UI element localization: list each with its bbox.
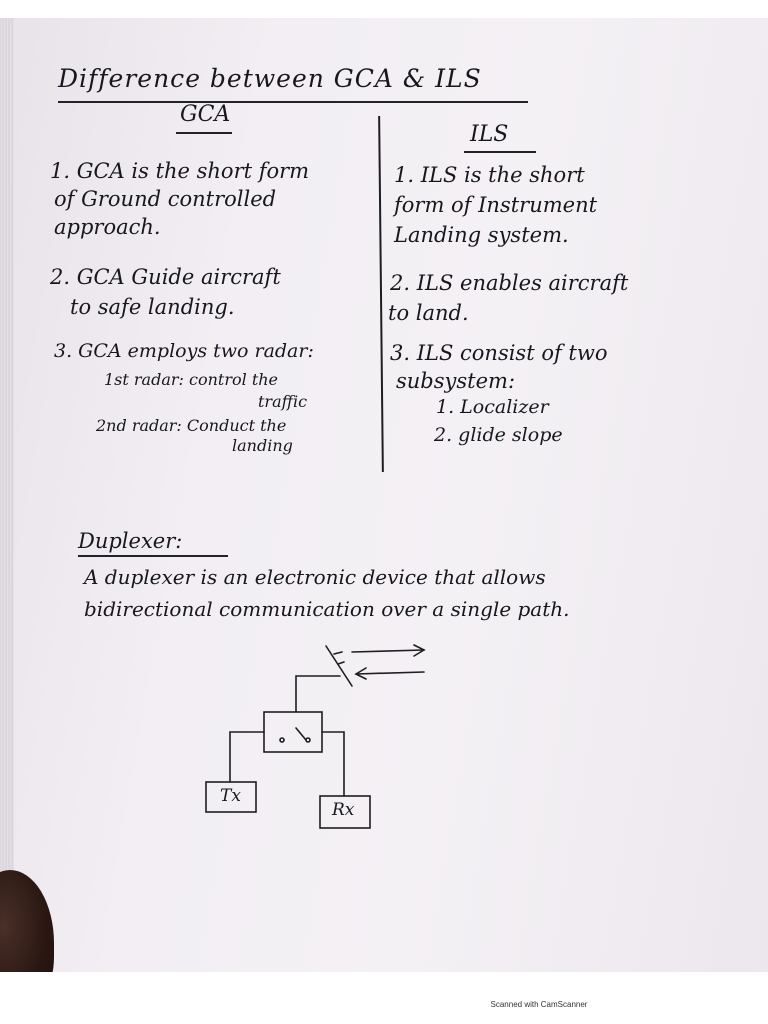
gca-point-3-line-1: 3. GCA employs two radar:	[54, 340, 314, 362]
right-heading-underline	[464, 151, 536, 153]
ils-point-3-line-2: subsystem:	[396, 369, 516, 393]
page-edge	[0, 18, 14, 972]
gca-radar-2-line-2: landing	[232, 436, 293, 455]
duplexer-switch-box	[263, 711, 323, 753]
left-heading-underline	[176, 132, 232, 134]
left-column-heading: GCA	[180, 102, 231, 127]
duplexer-heading: Duplexer:	[78, 529, 183, 553]
ils-subsystem-2: 2. glide slope	[434, 424, 563, 446]
title-underline	[58, 101, 528, 103]
ils-subsystem-1: 1. Localizer	[436, 396, 549, 418]
gca-point-2-line-2: to safe landing.	[70, 295, 235, 319]
outgoing-arrow	[351, 649, 425, 653]
tx-line	[229, 731, 265, 783]
scanner-note: Scanned with CamScanner	[490, 1000, 588, 1009]
notebook-page: Difference between GCA & ILS GCA ILS 1. …	[0, 18, 768, 972]
gca-point-2-line-1: 2. GCA Guide aircraft	[50, 265, 281, 289]
right-column-heading: ILS	[470, 122, 509, 147]
gca-radar-1-line-1: 1st radar: control the	[104, 370, 279, 389]
rx-line	[321, 731, 345, 797]
page-title: Difference between GCA & ILS	[58, 64, 482, 93]
duplexer-definition-line-1: A duplexer is an electronic device that …	[84, 565, 546, 589]
tx-label: Tx	[220, 786, 241, 806]
gca-radar-2-line-1: 2nd radar: Conduct the	[96, 416, 287, 435]
tx-box	[205, 781, 257, 813]
rx-box	[319, 795, 371, 829]
ils-point-3-line-1: 3. ILS consist of two	[390, 341, 608, 365]
ils-point-1-line-3: Landing system.	[394, 223, 569, 247]
gca-point-1-line-2: of Ground controlled	[54, 187, 277, 211]
duplexer-heading-underline	[78, 555, 228, 557]
ils-point-2-line-2: to land.	[388, 301, 469, 325]
gca-radar-1-line-2: traffic	[258, 392, 308, 411]
switch-lever	[295, 727, 307, 741]
antenna-element	[325, 645, 353, 687]
gca-point-1-line-3: approach.	[54, 215, 161, 239]
duplexer-diagram	[205, 644, 426, 829]
ils-point-1-line-1: 1. ILS is the short	[394, 163, 585, 187]
rx-label: Rx	[332, 800, 355, 820]
antenna-feed-line	[295, 675, 341, 713]
gca-point-1-line-1: 1. GCA is the short form	[50, 159, 310, 183]
duplexer-definition-line-2: bidirectional communication over a singl…	[84, 597, 570, 621]
incoming-arrow	[355, 671, 425, 675]
ils-point-1-line-2: form of Instrument	[394, 193, 598, 217]
ils-point-2-line-1: 2. ILS enables aircraft	[390, 271, 629, 295]
